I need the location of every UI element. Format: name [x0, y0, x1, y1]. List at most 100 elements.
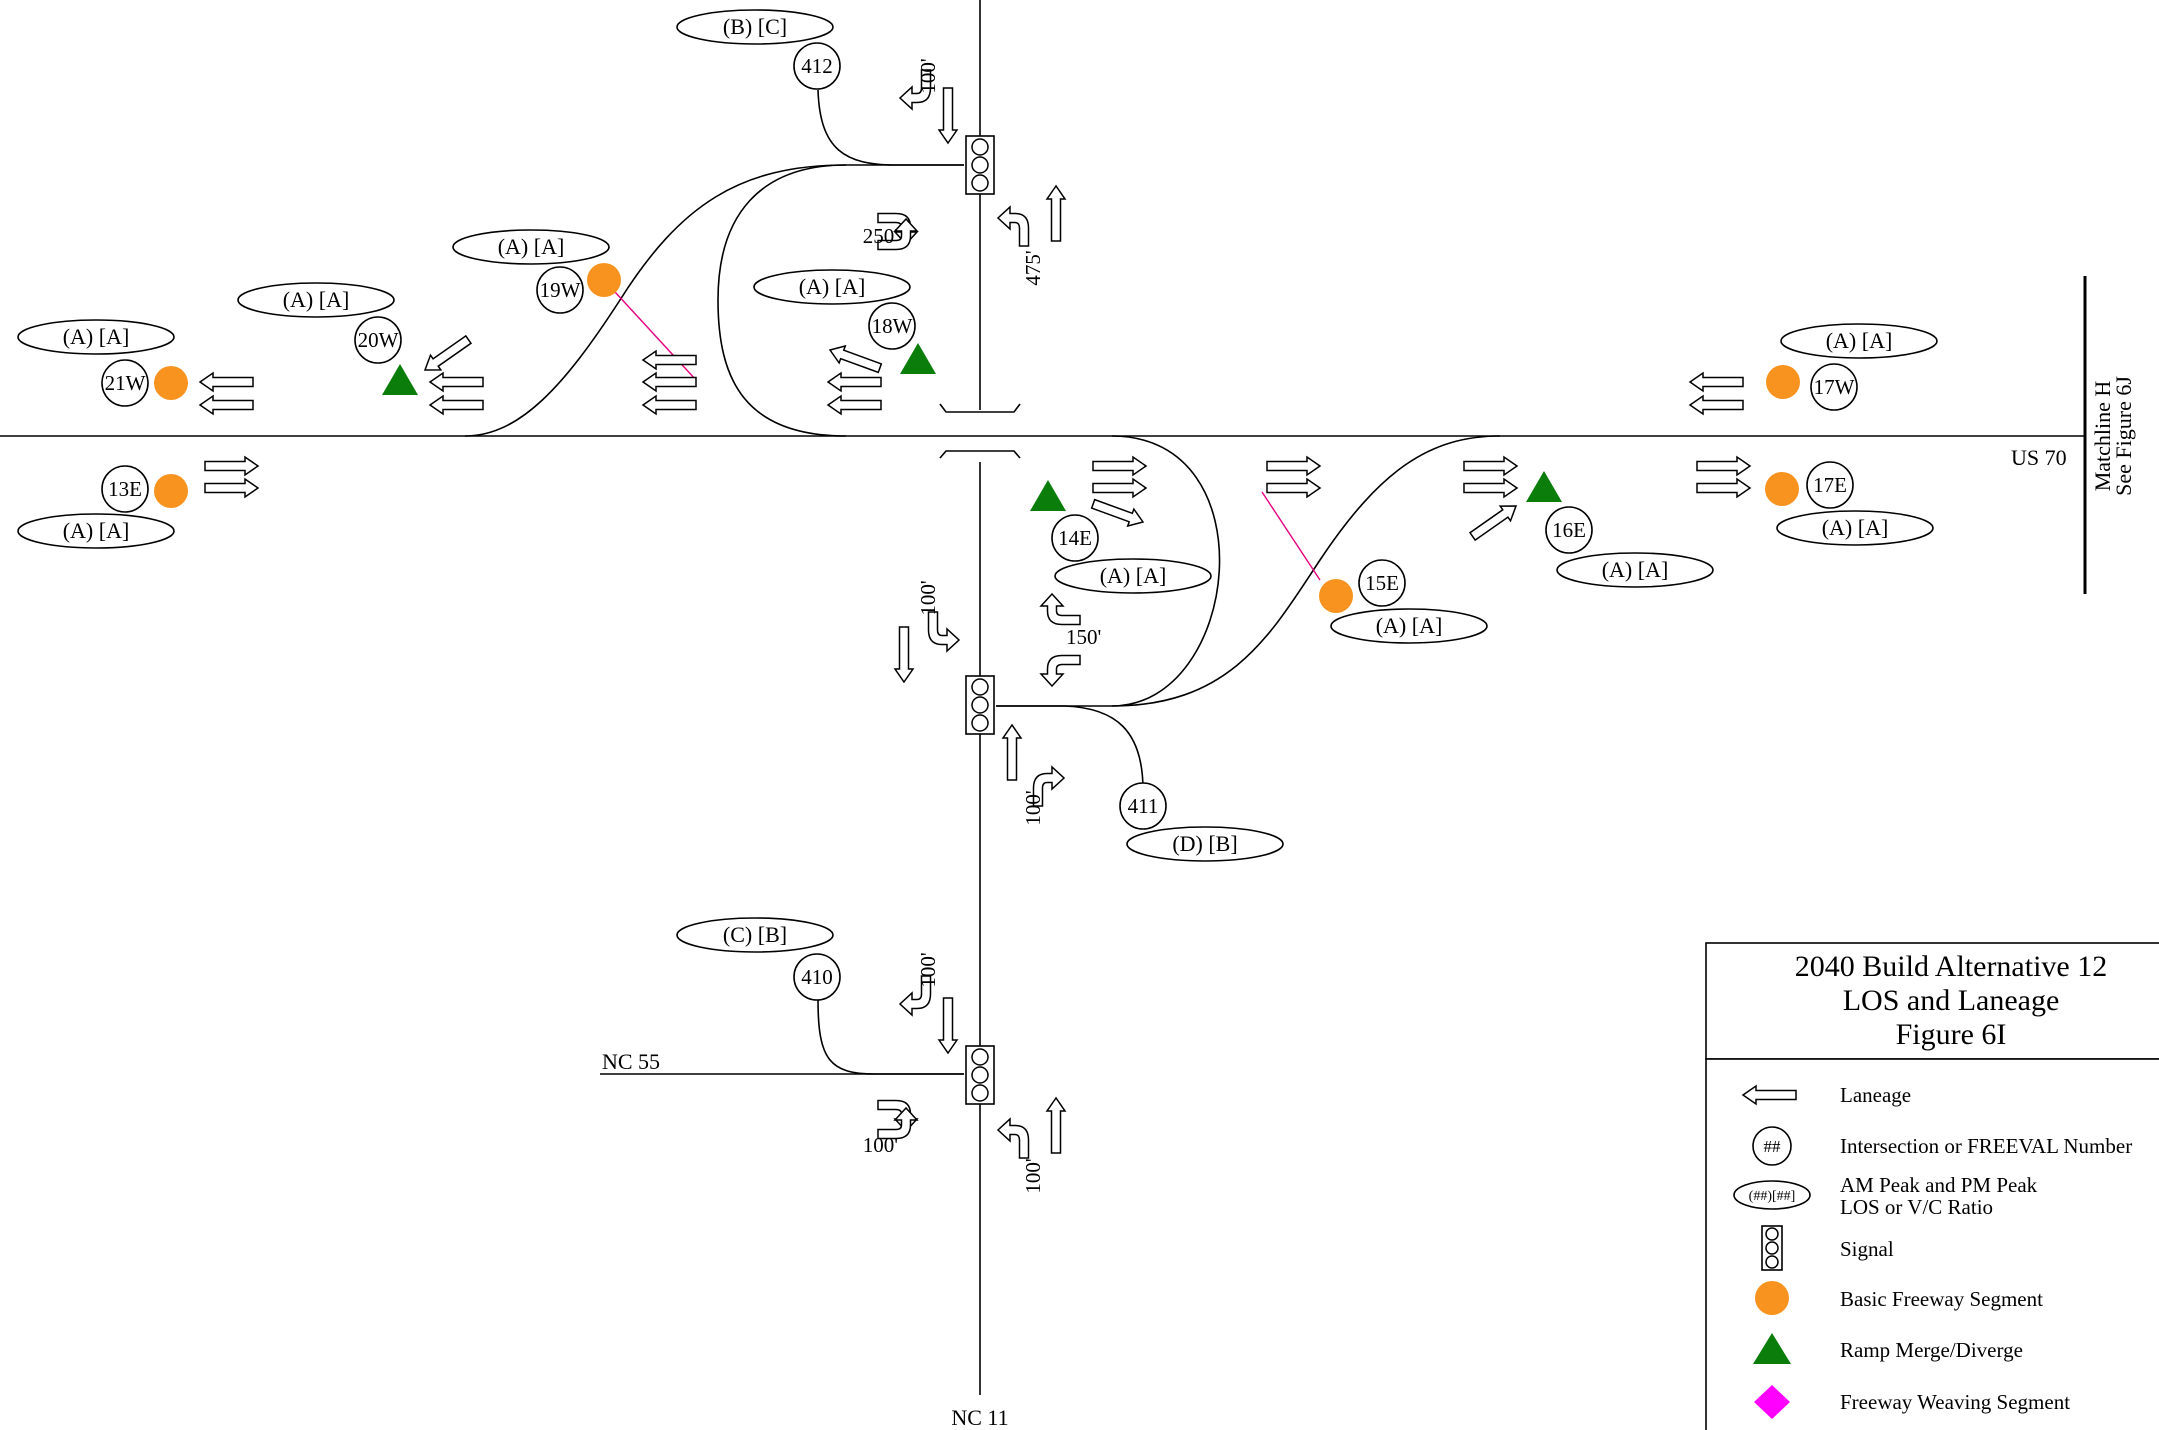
lane-arrow-wb-17w-1	[1689, 372, 1744, 392]
los-text-13e: (A) [A]	[63, 518, 130, 543]
dist-411-wb-turns: 150'	[1066, 625, 1101, 649]
number-text-14e: 14E	[1058, 526, 1092, 550]
road-label-us70: US 70	[2011, 445, 2067, 470]
lane-arrow-eb-14e-2	[1092, 478, 1147, 498]
arrow-412-nb-through	[1046, 185, 1066, 242]
los-oval-14e	[1054, 558, 1212, 594]
lane-arrow-eb-16e-1	[1463, 456, 1518, 476]
number-circle-20w	[354, 316, 402, 364]
signal-412	[965, 135, 995, 195]
number-circle-13e	[101, 465, 149, 513]
los-text-15e: (A) [A]	[1376, 613, 1443, 638]
dist-410-nb-left: 100'	[1021, 1158, 1045, 1193]
arrow-410-nb-left	[997, 1118, 1030, 1159]
number-circle-411	[1119, 782, 1167, 830]
los-oval-411	[1126, 826, 1284, 862]
lane-arrow-wb-20w-1	[429, 372, 484, 392]
ramp-wb-loop	[717, 164, 847, 437]
lane-arrow-wb-19w-1	[642, 372, 697, 392]
legend-ramp-label: Ramp Merge/Diverge	[1840, 1338, 2023, 1362]
roadways	[0, 0, 2087, 1395]
ramp-412-approach	[817, 89, 964, 166]
intersection-412: (B) [C] 412	[676, 9, 841, 90]
number-text-20w: 20W	[358, 328, 399, 352]
basic-freeway-marker-13e	[154, 474, 188, 508]
legend-los-oval-symbol: (##)[##]	[1749, 1189, 1796, 1204]
segment-17e: 17E (A) [A]	[1765, 461, 1934, 546]
number-text-16e: 16E	[1552, 518, 1586, 542]
bridge-north	[939, 403, 1021, 413]
ramp-eb-on	[1111, 435, 1501, 707]
signal-411	[965, 675, 995, 735]
legend-orange-circle-icon	[1755, 1281, 1789, 1315]
lane-arrow-wb-21w-1	[199, 372, 254, 392]
los-text-17w: (A) [A]	[1826, 328, 1893, 353]
ramp-diverge-marker-18w	[900, 343, 936, 374]
los-oval-15e	[1330, 608, 1488, 644]
ramp-411-approach	[996, 705, 1144, 791]
legend-intersection-number-symbol: ##	[1764, 1137, 1782, 1156]
dist-412-sb-left: 100'	[916, 58, 940, 93]
ramp-410-approach	[817, 999, 964, 1075]
segment-20w: (A) [A] 20W	[237, 282, 418, 395]
number-text-411: 411	[1128, 794, 1159, 818]
lane-arrow-wb-19w-3	[642, 350, 697, 370]
number-circle-14e	[1051, 514, 1099, 562]
los-text-18w: (A) [A]	[799, 274, 866, 299]
legend: 2040 Build Alternative 12 LOS and Laneag…	[1705, 942, 2159, 1430]
arrow-411-eb-right	[1040, 654, 1081, 687]
road-labels: US 70 NC 11 NC 55 Matchline H See Figure…	[602, 376, 2136, 1430]
los-text-14e: (A) [A]	[1100, 563, 1167, 588]
number-text-19w: 19W	[540, 278, 581, 302]
number-circle-18w	[868, 302, 916, 350]
legend-laneage-label: Laneage	[1840, 1083, 1911, 1107]
number-circle-21w	[101, 359, 149, 407]
los-text-412: (B) [C]	[723, 14, 787, 39]
los-oval-16e	[1556, 552, 1714, 588]
dist-410-eb-turns: 100'	[863, 1133, 898, 1157]
lane-arrow-eb-17e-1	[1696, 456, 1751, 476]
legend-title-box	[1705, 942, 2159, 1060]
lane-arrow-wb-18w-2	[827, 395, 882, 415]
basic-freeway-marker-17w	[1766, 365, 1800, 399]
arrow-410-sb-through	[938, 997, 958, 1054]
weave-line-15e	[1261, 491, 1321, 581]
los-oval-17w	[1780, 323, 1938, 359]
number-text-21w: 21W	[105, 371, 146, 395]
los-oval-17e	[1776, 510, 1934, 546]
los-oval-412	[676, 9, 834, 45]
lane-arrow-eb-13e-1	[204, 456, 259, 476]
dist-412-eb-turns: 250'	[863, 224, 898, 248]
number-circle-17w	[1810, 363, 1858, 411]
lane-arrow-wb-17w-2	[1689, 395, 1744, 415]
legend-los-label-line2: LOS or V/C Ratio	[1840, 1195, 1993, 1219]
dist-410-sb-left: 100'	[916, 952, 940, 987]
los-oval-20w	[237, 282, 395, 318]
matchline-label: Matchline H	[2090, 381, 2115, 492]
number-text-410: 410	[801, 965, 833, 989]
legend-los-label-line1: AM Peak and PM Peak	[1840, 1173, 2038, 1197]
los-oval-21w	[17, 319, 175, 355]
ramp-merge-marker-20w	[382, 364, 418, 395]
los-oval-19w	[452, 229, 610, 265]
arrow-412-nb-left	[997, 206, 1030, 247]
basic-freeway-marker-19w	[587, 263, 621, 297]
segment-17w: (A) [A] 17W	[1766, 323, 1938, 411]
number-text-17w: 17W	[1814, 375, 1855, 399]
legend-title-line3: Figure 6I	[1896, 1018, 2007, 1051]
lane-arrow-eb-13e-2	[204, 478, 259, 498]
segment-13e: 13E (A) [A]	[17, 465, 188, 549]
signal-410	[965, 1045, 995, 1105]
road-label-nc55: NC 55	[602, 1049, 660, 1074]
number-circle-410	[793, 953, 841, 1001]
road-label-nc11: NC 11	[951, 1405, 1008, 1430]
los-oval-13e	[17, 513, 175, 549]
matchline-sublabel: See Figure 6J	[2111, 376, 2136, 496]
number-text-18w: 18W	[872, 314, 913, 338]
number-circle-15e	[1358, 559, 1406, 607]
lane-arrow-wb-21w-2	[199, 395, 254, 415]
intersection-410: (C) [B] 410	[676, 917, 841, 1001]
number-text-17e: 17E	[1813, 473, 1847, 497]
storage-length-labels: 100' 250' 475' 100' 150' 100' 100' 100' …	[863, 58, 1102, 1193]
